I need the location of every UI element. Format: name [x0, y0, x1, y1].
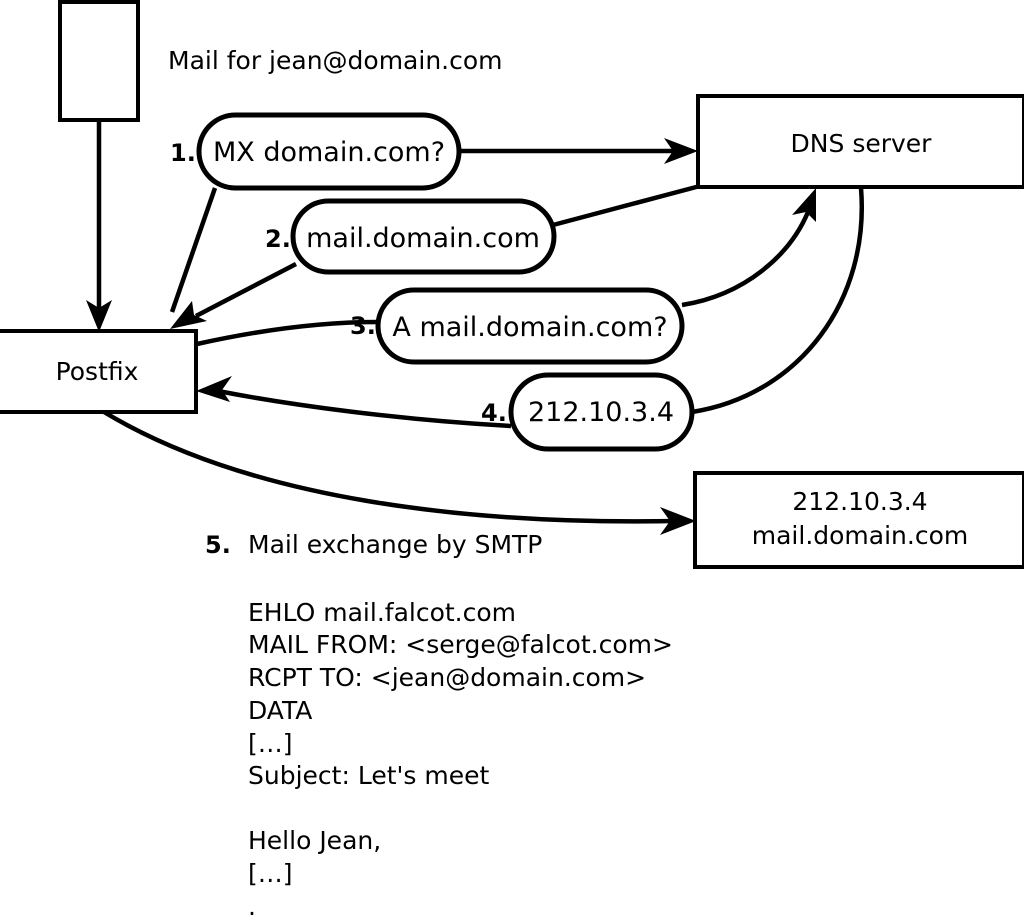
connector-bubble4-to-postfix [217, 388, 512, 429]
step-number-5: 5. [205, 531, 231, 559]
step-number-4: 4. [481, 399, 507, 427]
connector-postfix-to-bubble3 [196, 319, 379, 347]
transcript-line: Subject: Let's meet [248, 761, 489, 790]
connector-bubble3-to-dns [681, 211, 811, 308]
step-number-3: 3. [350, 312, 376, 340]
dns-server-box-label: DNS server [791, 129, 933, 158]
connector-bubble2-to-postfix [194, 262, 298, 318]
connector-postfix-to-mailserver [102, 410, 677, 524]
transcript-line: […] [248, 729, 293, 758]
step-number-1: 1. [170, 139, 196, 167]
step-bubble-2 [290, 198, 557, 275]
mail-server-host-label: mail.domain.com [752, 521, 968, 550]
arrowhead-bubble4-to-postfix [196, 376, 232, 402]
arrowhead-bubble3-to-dns [792, 188, 816, 222]
step-bubble-1 [196, 112, 462, 191]
mail-server-box [693, 471, 1024, 569]
step-bubble-1-label: MX domain.com? [213, 137, 445, 168]
transcript-line: […] [248, 859, 293, 888]
step-bubble-4 [508, 372, 695, 452]
transcript-line: . [248, 892, 256, 919]
step-bubble-3 [375, 287, 685, 365]
transcript-line: DATA [248, 696, 312, 725]
diagram-caption: Mail for jean@domain.com [168, 46, 503, 75]
transcript-line: Hello Jean, [248, 826, 381, 855]
connector-dns-to-bubble4 [691, 187, 865, 415]
step-bubble-2-label: mail.domain.com [306, 223, 540, 254]
step-bubble-3-label: A mail.domain.com? [392, 312, 667, 343]
arrowhead-postfix-to-mailserver [660, 507, 696, 535]
arrowhead-bubble2-to-postfix [170, 301, 207, 329]
transcript-line: EHLO mail.falcot.com [248, 598, 516, 627]
step-number-2: 2. [265, 225, 291, 253]
transcript-line: MAIL FROM: <serge@falcot.com> [248, 630, 673, 659]
dns-server-box [696, 94, 1024, 189]
step-5-label: Mail exchange by SMTP [248, 530, 542, 559]
arrowhead-client-to-postfix [86, 300, 112, 332]
connector-dns-to-bubble2 [552, 183, 701, 228]
mail-server-ip-label: 212.10.3.4 [792, 487, 927, 516]
postfix-box-label: Postfix [56, 357, 139, 386]
step-bubble-4-label: 212.10.3.4 [528, 397, 674, 428]
arrowhead-bubble1-to-dns [664, 138, 698, 164]
connector-postfix-to-bubble1 [169, 187, 218, 313]
transcript-line: RCPT TO: <jean@domain.com> [248, 663, 646, 692]
client-box [58, 0, 140, 122]
postfix-box [0, 329, 198, 414]
